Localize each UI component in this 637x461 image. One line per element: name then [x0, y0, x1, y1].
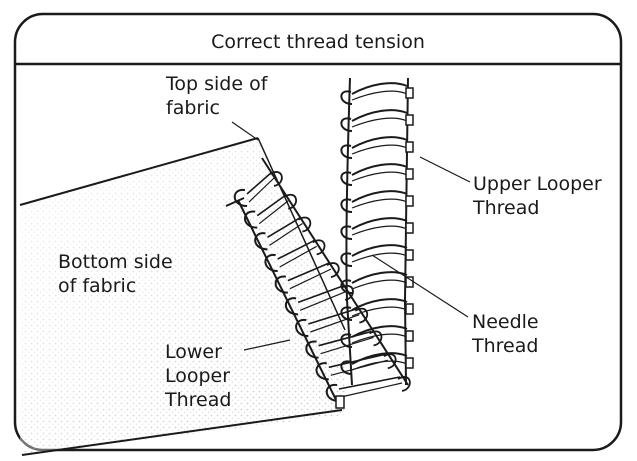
label-needle: Needle Thread [472, 310, 539, 358]
label-top-side: Top side of fabric [166, 72, 267, 120]
diagram-title: Correct thread tension [15, 30, 621, 54]
label-bottom-side: Bottom side of fabric [58, 250, 173, 298]
label-lower-looper: Lower Looper Thread [165, 340, 231, 412]
stitch-end-tab [336, 396, 344, 408]
label-upper-looper: Upper Looper Thread [473, 172, 602, 220]
